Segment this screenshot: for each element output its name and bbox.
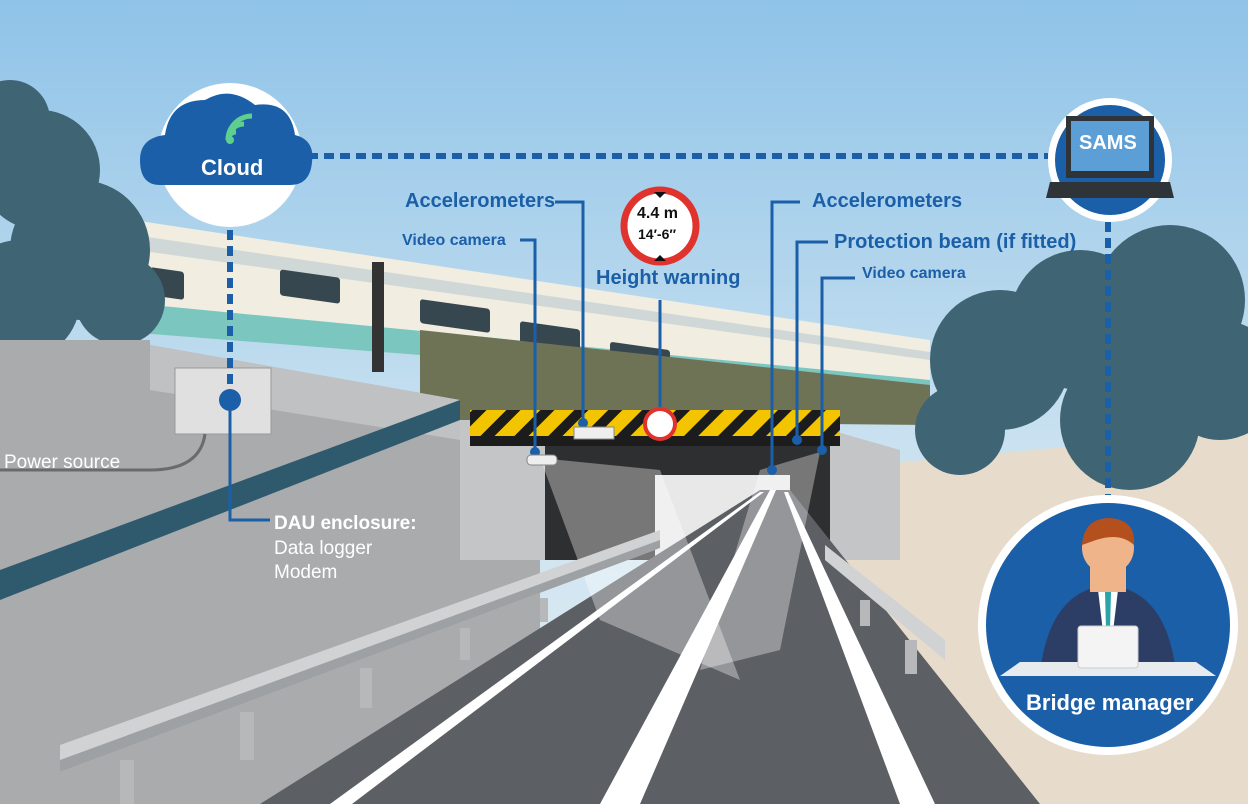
accelerometers-right-label: Accelerometers xyxy=(812,190,963,212)
camera-icon xyxy=(526,454,558,466)
accelerometer-left xyxy=(573,426,615,440)
person-icon xyxy=(978,495,1238,755)
dau-enclosure-label: DAU enclosure: Data logger Modem xyxy=(274,512,417,586)
height-sign-icon xyxy=(620,186,700,266)
tree-left xyxy=(0,80,165,360)
right-wall xyxy=(830,430,900,560)
laptop-icon xyxy=(1046,98,1174,222)
power-source-label: Power source xyxy=(4,452,121,473)
video-camera-right-label: Video camera xyxy=(862,265,966,282)
dau-line-modem: Modem xyxy=(274,562,338,584)
sams-label: SAMS xyxy=(1079,132,1137,154)
bridge-girder xyxy=(420,330,930,425)
bridge-manager-label: Bridge manager xyxy=(1026,690,1194,715)
left-wall xyxy=(0,340,540,804)
dau-title: DAU enclosure: xyxy=(274,513,417,534)
dau-line-data-logger: Data logger xyxy=(274,537,373,559)
cloud-label: Cloud xyxy=(201,155,264,180)
camera-cone-left xyxy=(540,458,740,680)
height-sign-imperial: 14′-6″ xyxy=(638,226,677,242)
guard-rail-left xyxy=(60,530,660,804)
height-sensor xyxy=(643,407,677,441)
video-camera-left-label: Video camera xyxy=(402,232,506,249)
connection-lines xyxy=(227,153,1111,510)
protection-beam-label: Protection beam (if fitted) xyxy=(834,231,1077,253)
guard-rail-right xyxy=(825,545,945,674)
dau-node xyxy=(219,389,241,411)
height-warning-label: Height warning xyxy=(596,267,741,289)
height-sign-metric: 4.4 m xyxy=(637,205,678,222)
tree-right xyxy=(915,225,1248,490)
road-centre-line xyxy=(600,490,776,804)
leader-lines xyxy=(228,200,855,522)
accelerometers-left-label: Accelerometers xyxy=(405,190,556,212)
camera-cone-right xyxy=(700,452,820,670)
